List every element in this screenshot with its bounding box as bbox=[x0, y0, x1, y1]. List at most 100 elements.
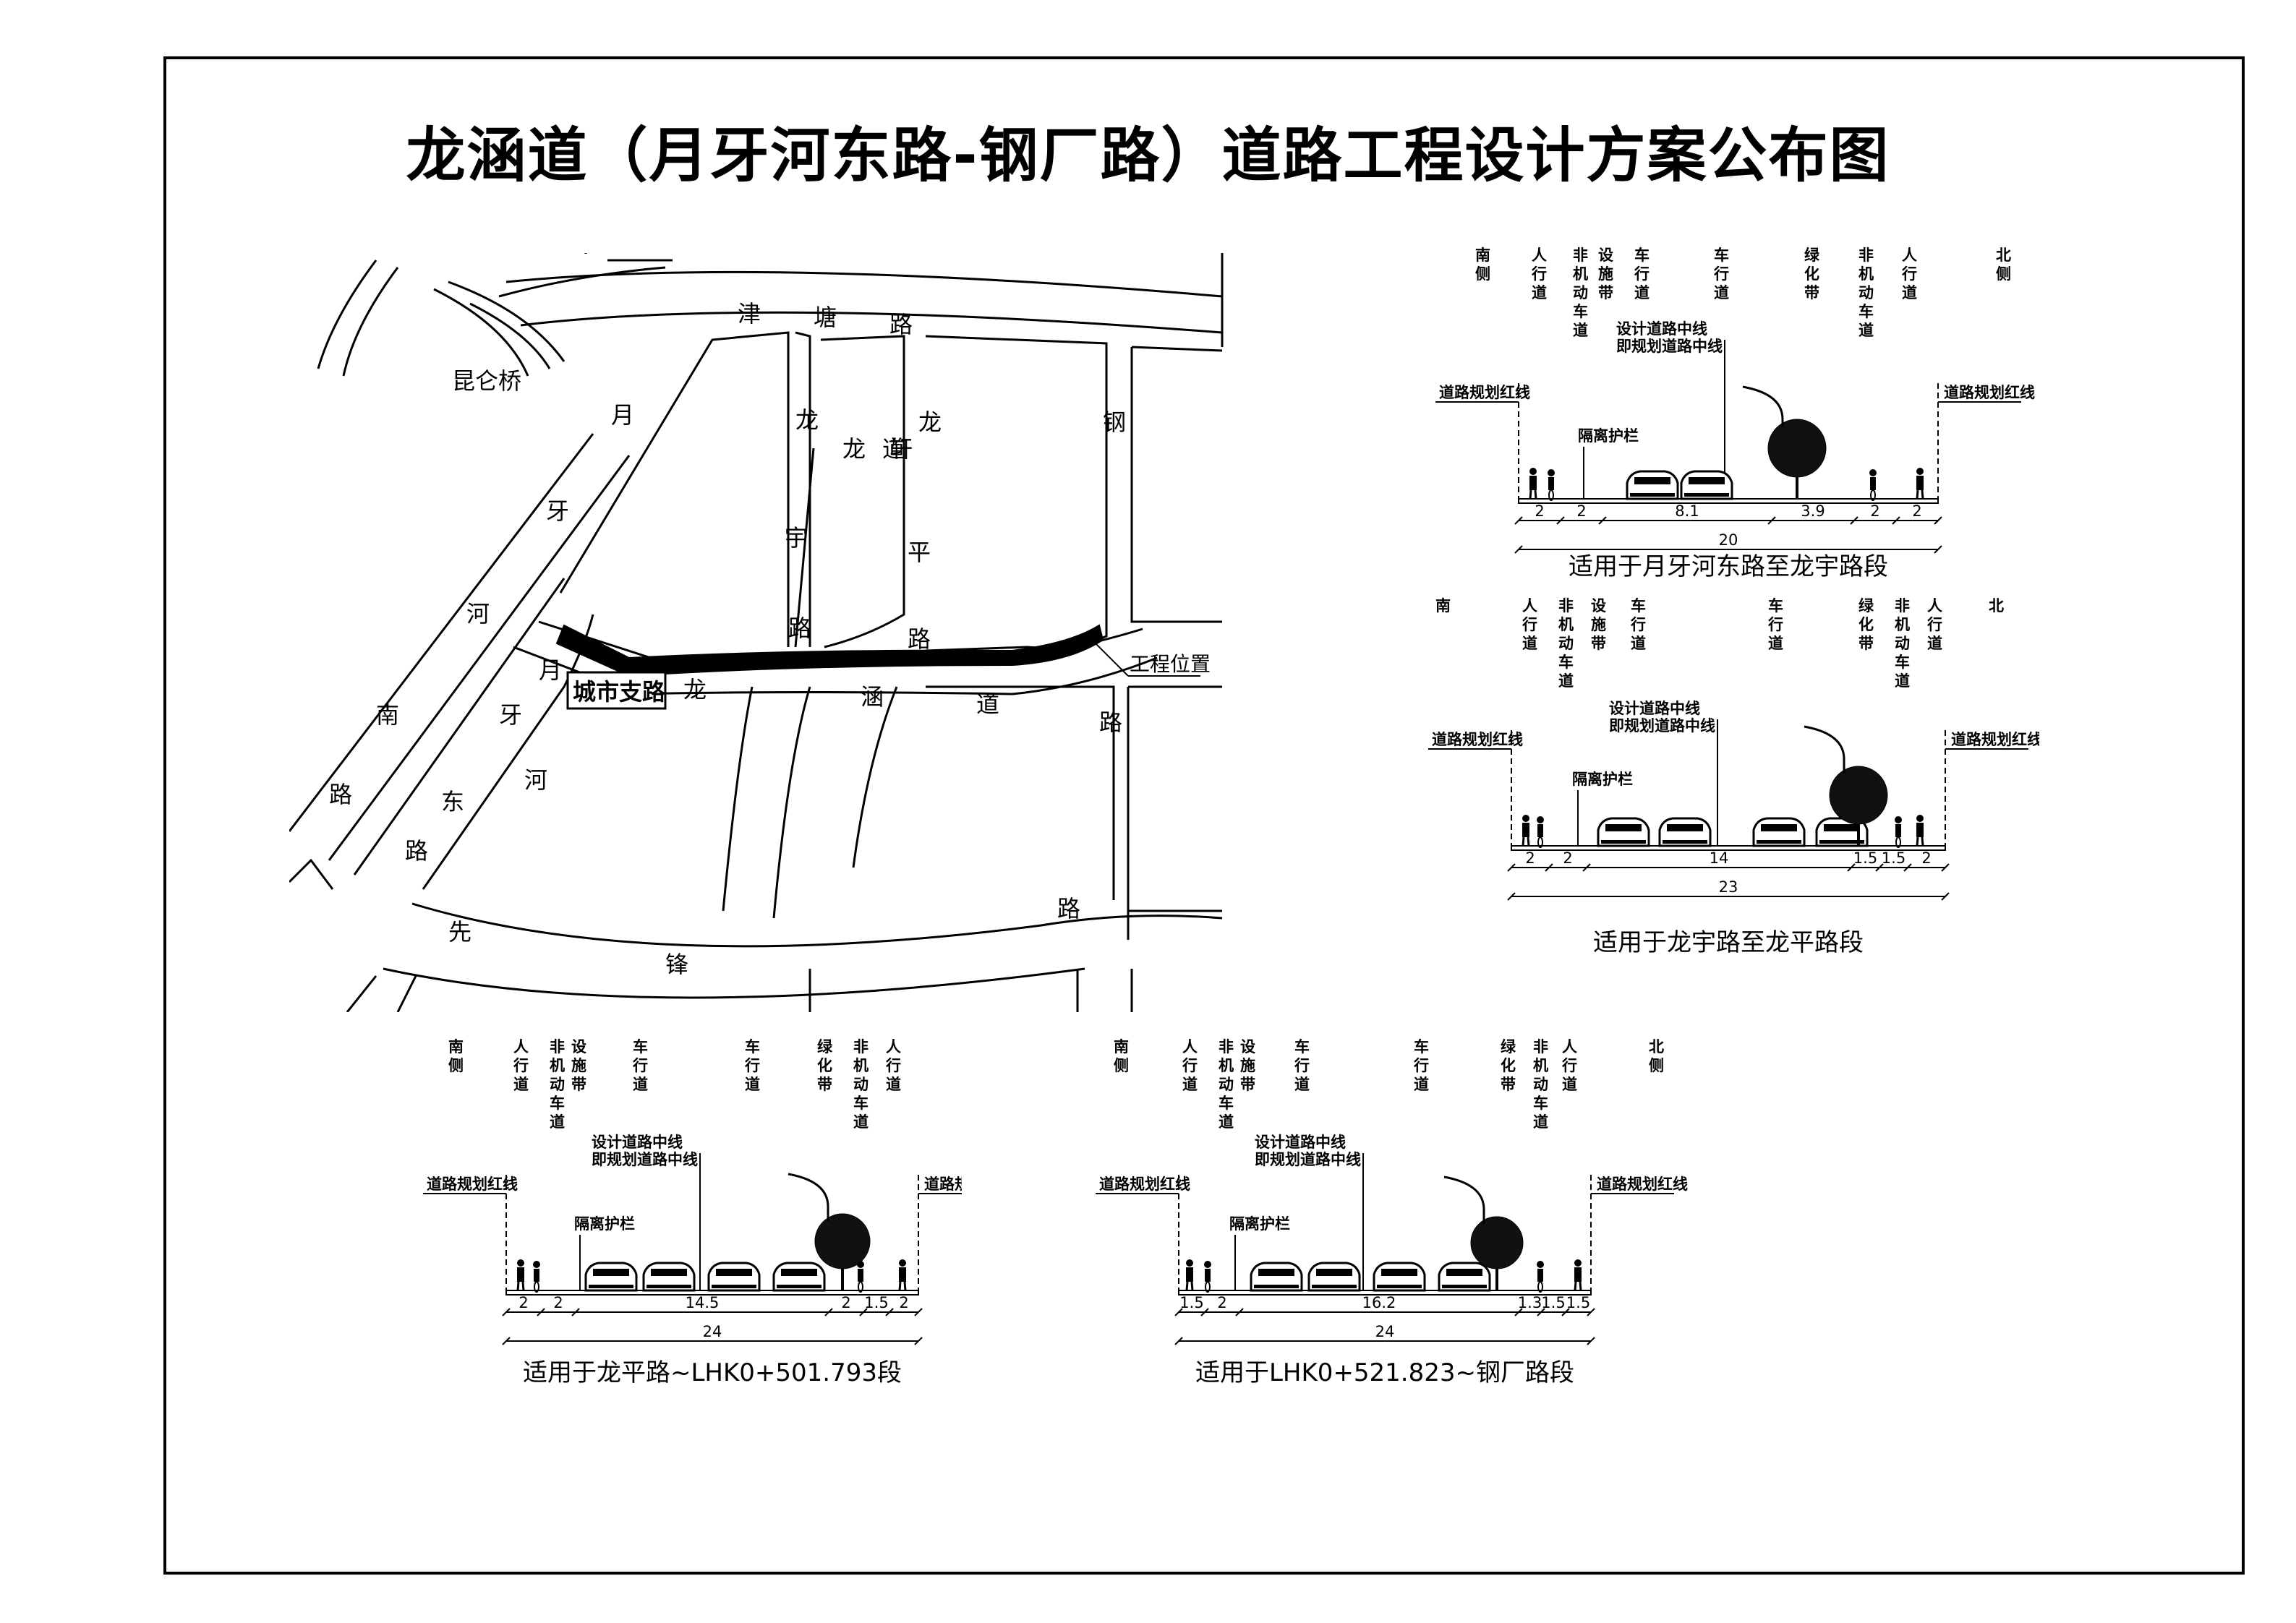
header-greenbelt: 绿化带 bbox=[1858, 597, 1874, 652]
header-nonmotor: 非机动车道 bbox=[1219, 1038, 1234, 1131]
dimension-value: 3.9 bbox=[1801, 502, 1825, 520]
map-label-longxuan-2: 龙 bbox=[842, 435, 866, 463]
cyclist-icon bbox=[1548, 469, 1555, 501]
cross-section-4: 南侧人行道非机动车道设施带车行道车行道绿化带非机动车道人行道北侧道路规划红线道路… bbox=[1096, 1038, 1688, 1387]
guardrail-label: 隔离护栏 bbox=[1229, 1215, 1290, 1233]
dimension-value: 2 bbox=[553, 1294, 563, 1311]
header-carriageway: 车行道 bbox=[1630, 597, 1646, 652]
header-north_side: 北侧 bbox=[1649, 1038, 1664, 1074]
map-label-dong-2: 牙 bbox=[499, 701, 522, 729]
car-icon bbox=[1626, 470, 1679, 500]
dimension-value: 2 bbox=[841, 1294, 850, 1311]
dimension-value: 1.5 bbox=[1853, 849, 1877, 867]
tree-icon bbox=[1829, 766, 1888, 846]
header-facility: 设施带 bbox=[1240, 1038, 1255, 1093]
total-width: 20 bbox=[1719, 531, 1738, 549]
dimension-value: 1.5 bbox=[1566, 1294, 1590, 1311]
header-sidewalk: 人行道 bbox=[1926, 597, 1942, 652]
car-icon bbox=[1680, 470, 1733, 500]
map-label-xianfeng-1: 先 bbox=[448, 918, 471, 946]
red-line-label-right: 道路规划红线 bbox=[924, 1176, 962, 1193]
cyclist-icon bbox=[1895, 816, 1902, 848]
street-lamp-icon bbox=[1443, 1176, 1485, 1224]
header-carriageway: 车行道 bbox=[1767, 597, 1783, 652]
header-sidewalk: 人行道 bbox=[513, 1038, 529, 1093]
cyclist-icon bbox=[1869, 469, 1877, 501]
cyclist-icon bbox=[857, 1261, 864, 1293]
red-line-label-left: 道路规划红线 bbox=[427, 1176, 518, 1193]
dimension-value: 2 bbox=[1921, 849, 1931, 867]
car-icon bbox=[707, 1262, 761, 1292]
header-south: 南 bbox=[1435, 597, 1451, 614]
drawing-title: 龙涵道（月牙河东路-钢厂路）道路工程设计方案公布图 bbox=[406, 121, 1890, 190]
map-label-longhan-1: 龙 bbox=[683, 676, 707, 703]
cyclist-icon bbox=[533, 1261, 540, 1293]
drawing-frame bbox=[163, 56, 2245, 1575]
guardrail-label: 隔离护栏 bbox=[1578, 427, 1639, 445]
header-greenbelt: 绿化带 bbox=[1804, 247, 1820, 301]
header-sidewalk: 人行道 bbox=[1901, 247, 1917, 301]
map-label-yueyahe-2: 牙 bbox=[546, 497, 569, 525]
map-label-xianfeng-3: 路 bbox=[1057, 895, 1080, 922]
dimension-value: 1.5 bbox=[864, 1294, 888, 1311]
map-label-longyu-1: 宇 bbox=[785, 524, 808, 552]
header-greenbelt: 绿化带 bbox=[817, 1038, 833, 1093]
pedestrian-icon bbox=[1185, 1259, 1194, 1291]
car-icon bbox=[772, 1262, 826, 1292]
header-carriageway: 车行道 bbox=[1413, 1038, 1429, 1093]
cyclist-icon bbox=[1537, 816, 1544, 848]
dimension-value: 2 bbox=[518, 1294, 528, 1311]
centerline-label-2: 即规划道路中线 bbox=[1609, 717, 1715, 735]
map-label-longping-2: 平 bbox=[908, 539, 931, 566]
red-line-label-left: 道路规划红线 bbox=[1099, 1176, 1190, 1193]
pedestrian-icon bbox=[1916, 815, 1924, 847]
cross-section-3: 南侧人行道非机动车道设施带车行道车行道绿化带非机动车道人行道北侧道路规划红线道路… bbox=[423, 1038, 962, 1387]
header-south_side: 南侧 bbox=[1114, 1038, 1129, 1074]
location-map: 津 塘 路 昆仑桥 月 牙 河 南 路 月 牙 河 东 路 龙 龙 轩 道 宇 … bbox=[289, 253, 1224, 1012]
map-label-dong-4: 东 bbox=[441, 788, 464, 815]
section-caption: 适用于LHK0+521.823~钢厂路段 bbox=[1195, 1358, 1574, 1387]
map-label-jintang-1: 津 bbox=[738, 300, 761, 327]
map-label-xianfeng-2: 锋 bbox=[665, 951, 688, 978]
pedestrian-icon bbox=[1574, 1259, 1582, 1291]
cross-section-2: 南人行道非机动车道设施带车行道车行道绿化带非机动车道人行道北道路规划红线道路规划… bbox=[1428, 597, 2039, 957]
car-icon bbox=[1438, 1262, 1491, 1292]
pedestrian-icon bbox=[1522, 815, 1530, 847]
section-caption: 适用于月牙河东路至龙宇路段 bbox=[1569, 552, 1888, 581]
map-label-longhan-3: 道 bbox=[976, 690, 999, 718]
map-label-longxuan-3: 轩 bbox=[889, 435, 913, 463]
total-width: 24 bbox=[1375, 1323, 1395, 1340]
red-line-label-right: 道路规划红线 bbox=[1597, 1176, 1688, 1193]
dimension-value: 14 bbox=[1710, 849, 1729, 867]
project-location-label: 工程位置 bbox=[1130, 652, 1211, 676]
dimension-value: 2 bbox=[1576, 502, 1586, 520]
dimension-value: 8.1 bbox=[1675, 502, 1699, 520]
centerline-label-2: 即规划道路中线 bbox=[592, 1151, 698, 1168]
dimension-value: 2 bbox=[899, 1294, 908, 1311]
pedestrian-icon bbox=[516, 1259, 525, 1291]
red-line-label-right: 道路规划红线 bbox=[1951, 731, 2039, 748]
map-label-yueyahe-1: 月 bbox=[611, 401, 634, 429]
header-facility: 设施带 bbox=[1598, 247, 1613, 301]
header-south_side: 南侧 bbox=[448, 1038, 464, 1074]
map-label-gangchang-1: 钢 bbox=[1103, 408, 1126, 436]
tree-icon bbox=[814, 1213, 871, 1290]
header-carriageway: 车行道 bbox=[1294, 1038, 1310, 1093]
map-label-longyu-2: 路 bbox=[788, 614, 811, 642]
header-facility: 设施带 bbox=[1591, 597, 1606, 652]
guardrail-label: 隔离护栏 bbox=[574, 1215, 635, 1233]
red-line-label-left: 道路规划红线 bbox=[1432, 731, 1523, 748]
section-caption: 适用于龙平路~LHK0+501.793段 bbox=[523, 1358, 902, 1387]
header-carriageway: 车行道 bbox=[1634, 247, 1650, 301]
project-road-highlight bbox=[555, 624, 1104, 677]
header-sidewalk: 人行道 bbox=[1561, 1038, 1577, 1093]
dimension-value: 2 bbox=[1535, 502, 1544, 520]
header-nonmotor: 非机动车道 bbox=[853, 1038, 869, 1131]
map-label-longping-3: 路 bbox=[908, 625, 931, 653]
total-width: 24 bbox=[703, 1323, 722, 1340]
header-sidewalk: 人行道 bbox=[1522, 597, 1537, 652]
header-carriageway: 车行道 bbox=[1713, 247, 1729, 301]
dimension-value: 2 bbox=[1525, 849, 1535, 867]
header-sidewalk: 人行道 bbox=[885, 1038, 901, 1093]
car-icon bbox=[1373, 1262, 1426, 1292]
